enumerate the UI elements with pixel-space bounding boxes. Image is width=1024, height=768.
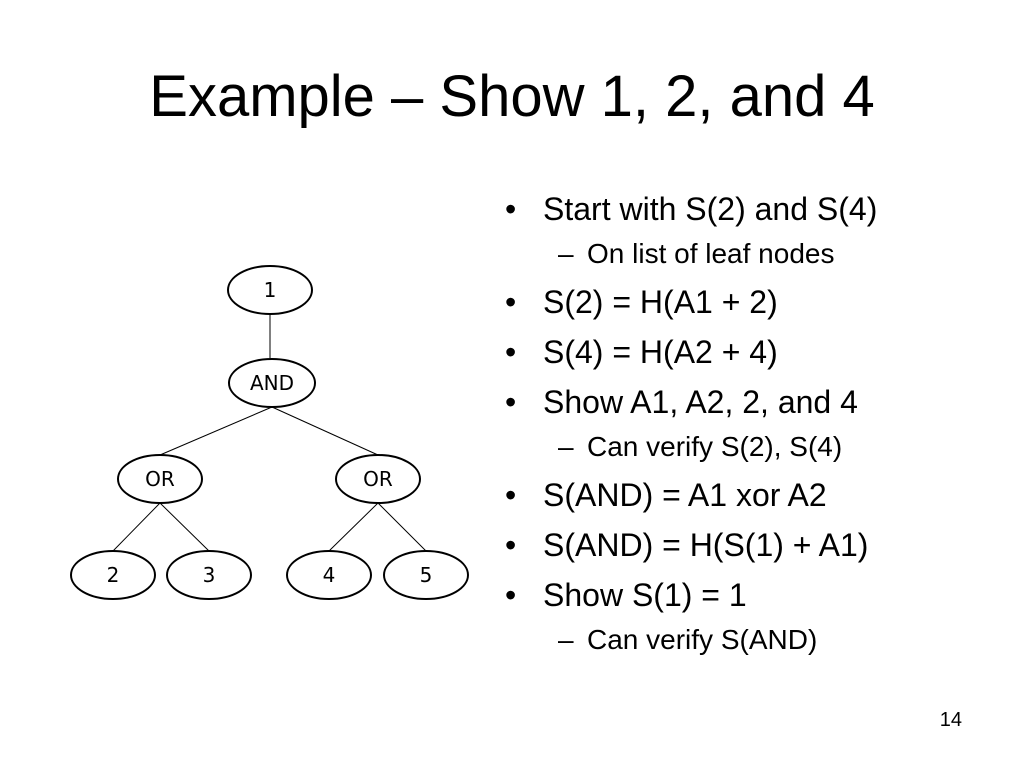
node-4-label: 4: [323, 563, 336, 587]
node-5-label: 5: [420, 563, 433, 587]
bullet-item: S(4) = H(A2 + 4): [505, 327, 1005, 377]
node-3: 3: [166, 550, 252, 600]
page-number: 14: [939, 709, 962, 731]
slide-title: Example – Show 1, 2, and 4: [149, 64, 875, 129]
edge-or-right-5: [377, 502, 427, 552]
node-or-right-label: OR: [363, 467, 393, 491]
bullet-list: Start with S(2) and S(4) On list of leaf…: [505, 184, 1005, 663]
sub-bullet-item: Can verify S(2), S(4): [505, 427, 1005, 467]
node-or-left: OR: [117, 454, 203, 504]
bullet-item: S(AND) = H(S(1) + A1): [505, 520, 1005, 570]
edge-and-or-left: [159, 406, 273, 456]
edge-or-left-3: [159, 502, 210, 552]
node-or-right: OR: [335, 454, 421, 504]
bullet-item: Show S(1) = 1: [505, 570, 1005, 620]
bullet-item: S(2) = H(A1 + 2): [505, 277, 1005, 327]
sub-bullet-item: On list of leaf nodes: [505, 234, 1005, 274]
node-2: 2: [70, 550, 156, 600]
node-4: 4: [286, 550, 372, 600]
edge-or-left-2: [112, 502, 161, 552]
sub-bullet-item: Can verify S(AND): [505, 620, 1005, 660]
node-1: 1: [227, 265, 313, 315]
node-3-label: 3: [203, 563, 216, 587]
bullet-item: Start with S(2) and S(4): [505, 184, 1005, 234]
node-and: AND: [228, 358, 316, 408]
edge-or-right-4: [328, 502, 379, 552]
edge-and-or-right: [271, 406, 379, 456]
bullet-item: S(AND) = A1 xor A2: [505, 470, 1005, 520]
bullet-item: Show A1, A2, 2, and 4: [505, 377, 1005, 427]
node-1-label: 1: [264, 278, 277, 302]
node-and-label: AND: [250, 371, 294, 395]
node-5: 5: [383, 550, 469, 600]
node-or-left-label: OR: [145, 467, 175, 491]
node-2-label: 2: [107, 563, 120, 587]
